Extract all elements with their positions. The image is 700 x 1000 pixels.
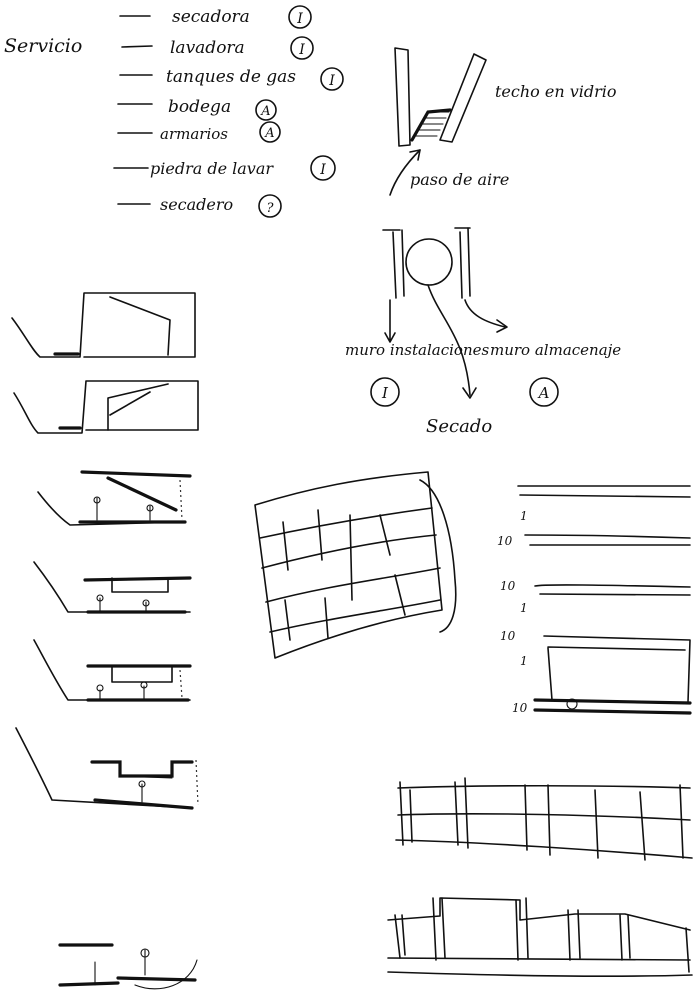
- right-wall-label: muro almacenaje: [490, 341, 621, 359]
- service-item-3: tanques de gas I: [119, 67, 344, 91]
- roof-label: techo en vidrio: [495, 82, 617, 101]
- service-item-code: I: [328, 73, 335, 89]
- service-item-label: piedra de lavar: [150, 159, 274, 178]
- service-item-code: I: [296, 11, 303, 27]
- section-sketch-5: [33, 639, 192, 702]
- service-item-2: lavadora I: [121, 36, 314, 60]
- tick-label: 10: [512, 701, 528, 715]
- section-sketch-6: [15, 727, 199, 810]
- service-item-label: tanques de gas: [166, 67, 296, 87]
- wall-diagram: muro instalaciones I muro almacenaje A S…: [345, 227, 621, 437]
- service-item-code: ?: [267, 201, 275, 216]
- service-item-label: bodega: [168, 97, 231, 117]
- tick-label: 10: [500, 579, 516, 593]
- service-item-6: piedra de lavar I: [113, 155, 336, 181]
- section-stack: 1 10 10 1 10 1 10: [497, 485, 692, 715]
- section-sketch-2: [13, 380, 199, 434]
- service-item-5: armarios A: [117, 121, 281, 143]
- tick-label: 10: [497, 534, 513, 548]
- service-item-4: bodega A: [117, 97, 277, 121]
- tick-label: 1: [520, 654, 528, 668]
- tick-label: 10: [500, 629, 516, 643]
- service-item-label: armarios: [160, 125, 228, 143]
- service-item-label: secadero: [160, 195, 233, 214]
- service-item-code: I: [319, 162, 326, 178]
- service-item-1: secadora I: [119, 5, 312, 29]
- left-wall-code: I: [381, 384, 389, 402]
- tick-label: 1: [520, 509, 528, 523]
- service-list: Servicio secadora I lavadora I tanques d…: [4, 5, 344, 218]
- right-wall-code: A: [537, 384, 550, 402]
- service-item-code: I: [298, 42, 305, 58]
- section-sketch-7: [58, 943, 198, 990]
- air-passage-label: paso de aire: [410, 170, 509, 189]
- service-item-code: A: [264, 126, 274, 141]
- section-sketch-3: [37, 470, 192, 526]
- curved-grid-sketch: [254, 471, 457, 659]
- tick-label: 1: [520, 601, 528, 615]
- service-item-code: A: [260, 104, 270, 119]
- section-sketch-4: [33, 561, 192, 614]
- elevation-sketch-2: [387, 897, 693, 978]
- service-heading: Servicio: [4, 35, 82, 57]
- center-label: Secado: [426, 416, 492, 437]
- service-item-7: secadero ?: [117, 194, 282, 218]
- elevation-sketch-1: [395, 777, 693, 861]
- service-item-label: secadora: [172, 7, 250, 27]
- roof-detail-sketch: techo en vidrio paso de aire: [389, 47, 617, 196]
- section-sketch-1: [11, 292, 196, 358]
- service-item-label: lavadora: [170, 38, 245, 58]
- left-wall-label: muro instalaciones: [345, 341, 489, 359]
